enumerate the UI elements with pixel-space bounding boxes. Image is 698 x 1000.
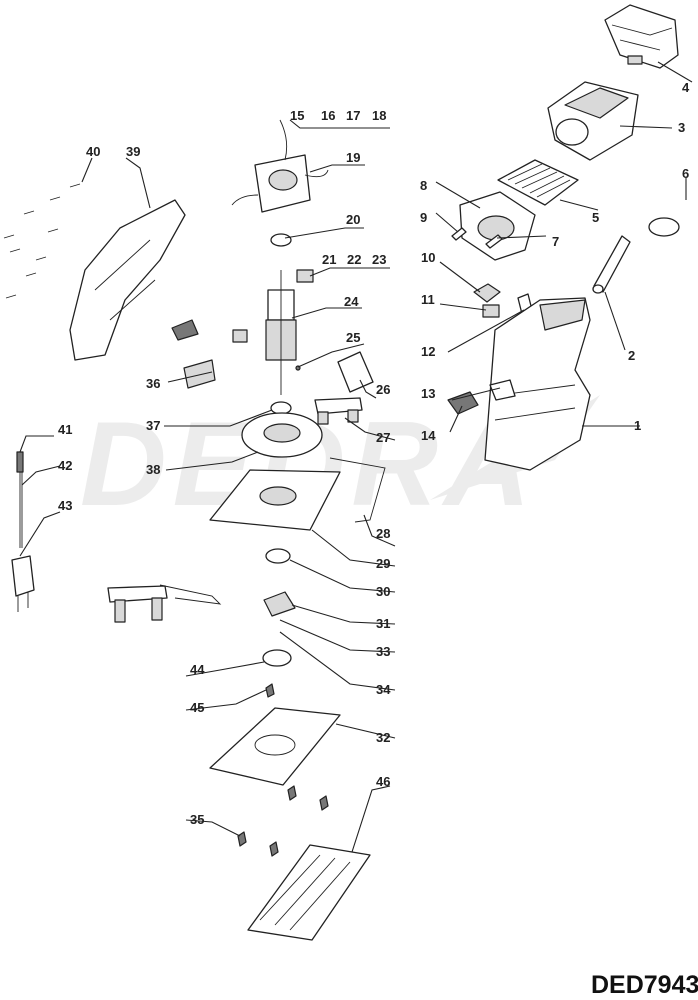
part-32-sanding-plate — [209, 707, 341, 786]
label-30: 30 — [376, 584, 390, 599]
part-24-armature — [265, 270, 297, 395]
part-14-switch-cover — [447, 391, 479, 415]
label-41: 41 — [58, 422, 72, 437]
label-36: 36 — [146, 376, 160, 391]
label-2: 2 — [628, 348, 635, 363]
label-4: 4 — [682, 80, 690, 95]
part-27b-foot — [107, 585, 168, 623]
label-1: 1 — [634, 418, 641, 433]
label-24: 24 — [344, 294, 359, 309]
label-26: 26 — [376, 382, 390, 397]
model-code: DED7943 — [591, 971, 698, 999]
part-36-knob — [183, 359, 216, 389]
part-4-top-cap — [604, 4, 679, 69]
label-22: 22 — [347, 252, 361, 267]
part-39b-clip — [171, 319, 199, 341]
label-21: 21 — [322, 252, 336, 267]
parts-41-43-power-cord — [11, 451, 35, 612]
part-35d-screw — [319, 795, 329, 811]
label-13: 13 — [421, 386, 435, 401]
label-32: 32 — [376, 730, 390, 745]
part-6-disk — [648, 217, 680, 237]
label-39: 39 — [126, 144, 140, 159]
part-5-filter — [497, 159, 579, 206]
label-37: 37 — [146, 418, 160, 433]
label-25: 25 — [346, 330, 360, 345]
label-31: 31 — [376, 616, 390, 631]
label-14: 14 — [421, 428, 436, 443]
part-21-brush-holder — [296, 269, 314, 283]
label-28: 28 — [376, 526, 390, 541]
part-30-bearing — [265, 548, 291, 564]
label-43: 43 — [58, 498, 72, 513]
label-5: 5 — [592, 210, 599, 225]
part-19-stator — [231, 119, 329, 213]
label-38: 38 — [146, 462, 160, 477]
label-46: 46 — [376, 774, 390, 789]
part-21b-brush-holder — [232, 329, 248, 343]
part-20-bearing — [270, 233, 292, 247]
label-7: 7 — [552, 234, 559, 249]
part-35c-screw — [287, 785, 297, 801]
label-42: 42 — [58, 458, 72, 473]
part-2-extraction-tube — [592, 235, 631, 294]
label-29: 29 — [376, 556, 390, 571]
part-13-bracket — [489, 379, 516, 401]
part-28b-wire — [159, 584, 222, 605]
label-10: 10 — [421, 250, 435, 265]
part-1-main-housing — [484, 297, 591, 471]
part-45-screw — [265, 683, 275, 698]
part-26-block — [337, 351, 374, 393]
part-27-foot — [314, 397, 363, 425]
label-19: 19 — [346, 150, 360, 165]
label-34: 34 — [376, 682, 391, 697]
label-18: 18 — [372, 108, 386, 123]
label-11: 11 — [421, 292, 435, 307]
part-31-eccentric — [263, 591, 296, 617]
part-29-base-plate — [209, 469, 341, 531]
part-10-latch — [473, 283, 501, 303]
part-28-wire — [329, 457, 386, 523]
leader-lines — [19, 61, 693, 853]
part-40-screws — [3, 183, 81, 299]
part-46-sanding-sheet — [247, 844, 371, 941]
label-8: 8 — [420, 178, 427, 193]
label-15: 15 — [290, 108, 304, 123]
label-3: 3 — [678, 120, 685, 135]
part-9-screw — [451, 227, 467, 241]
part-38-fan — [241, 412, 323, 458]
part-11-button — [482, 304, 500, 318]
part-35-screw — [237, 831, 247, 847]
label-16: 16 — [321, 108, 335, 123]
part-39-housing-cover — [69, 199, 186, 361]
label-23: 23 — [372, 252, 386, 267]
label-17: 17 — [346, 108, 360, 123]
label-12: 12 — [421, 344, 435, 359]
part-44-disk — [262, 649, 292, 667]
part-37-washer — [270, 401, 292, 415]
part-3-dust-housing — [547, 81, 639, 161]
label-27: 27 — [376, 430, 390, 445]
label-40: 40 — [86, 144, 100, 159]
label-45: 45 — [190, 700, 204, 715]
label-6: 6 — [682, 166, 689, 181]
label-35: 35 — [190, 812, 204, 827]
label-20: 20 — [346, 212, 360, 227]
label-44: 44 — [190, 662, 205, 677]
label-33: 33 — [376, 644, 390, 659]
part-number-labels: 1 2 3 4 5 6 7 8 9 10 11 12 13 14 15 16 1… — [58, 80, 690, 827]
part-35b-screw — [269, 841, 279, 857]
label-9: 9 — [420, 210, 427, 225]
